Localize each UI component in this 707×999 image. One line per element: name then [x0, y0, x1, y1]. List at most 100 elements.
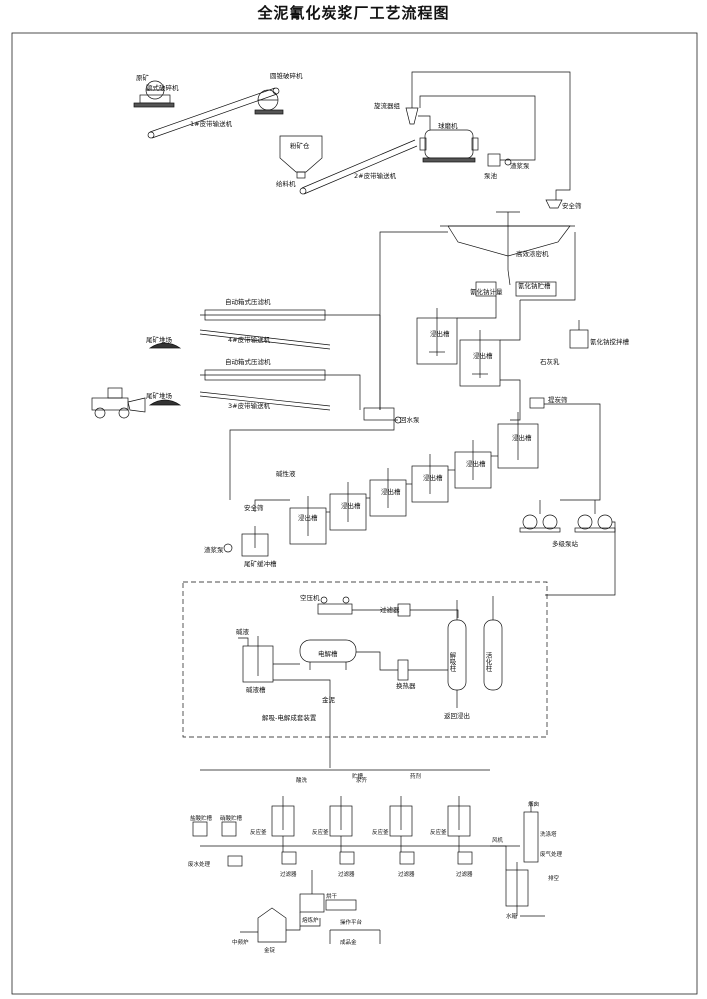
label-nitric-tank: 硝酸贮槽	[220, 814, 243, 822]
label-storage: 贮槽	[352, 772, 364, 780]
label-chimney: 烟囱	[528, 800, 539, 808]
label-tailings-2: 尾矿堆场	[146, 391, 173, 400]
desorption-system-boundary	[182, 581, 548, 738]
label-electrolytic: 电解槽	[318, 649, 338, 658]
label-powder-bin: 粉矿仓	[290, 141, 310, 150]
scrubber-tower	[523, 802, 539, 863]
label-gold-mud: 金泥	[322, 695, 336, 704]
label-desorption: 解吸柱	[448, 651, 456, 673]
label-exhaust: 排空	[548, 874, 560, 882]
label-filter-b: 过滤器	[338, 870, 355, 878]
compressor	[317, 596, 353, 615]
label-leach-1: 浸出槽	[430, 329, 450, 338]
operation-platform	[329, 929, 381, 944]
label-mercury: 汞齐	[356, 776, 368, 784]
label-ore: 原矿	[136, 73, 150, 82]
filter-box	[397, 603, 411, 617]
label-tailings-tank: 尾矿缓冲槽	[244, 559, 277, 568]
label-belt-conv-3: 3#皮带输送机	[228, 401, 271, 410]
label-reactor1: 反应釜	[250, 828, 267, 836]
label-reactor2: 反应釜	[312, 828, 329, 836]
label-filter: 过滤器	[380, 605, 400, 614]
label-cyanide-stir: 氰化钠搅拌槽	[590, 337, 630, 346]
label-ingot: 金锭	[264, 946, 276, 954]
label-leach-5: 浸出槽	[341, 501, 361, 510]
cone-crusher	[254, 89, 284, 115]
label-leach-4: 浸出槽	[298, 513, 318, 522]
label-acid-tank: 盐酸贮槽	[190, 814, 213, 822]
label-safety-screen: 安全筛	[562, 201, 582, 210]
label-fan: 风机	[492, 836, 504, 844]
loader-icon	[91, 387, 146, 419]
furnace-shed	[257, 907, 287, 943]
outer-frame	[11, 32, 698, 995]
label-leach-6: 浸出槽	[381, 487, 401, 496]
label-water-tank: 水箱	[506, 912, 518, 920]
label-filter-press-1: 自动箱式压滤机	[225, 297, 271, 306]
sump	[487, 153, 501, 167]
leach-tank-b	[459, 330, 501, 387]
label-waste-water: 废水处理	[188, 860, 211, 868]
label-ball-mill: 球磨机	[438, 121, 458, 130]
label-return-water: 回水泵	[400, 415, 420, 424]
label-filter-d: 过滤器	[456, 870, 473, 878]
cyclone	[405, 100, 419, 125]
label-cone-crusher: 圆锥破碎机	[270, 71, 303, 80]
slurry-pump-2	[223, 543, 233, 553]
label-furnace: 中频炉	[232, 938, 249, 946]
diagram-title: 全泥氰化炭浆厂工艺流程图	[257, 4, 450, 22]
label-scrubber: 洗涤塔	[540, 830, 557, 838]
conveyor-2	[299, 139, 418, 195]
tailings-pile-1	[148, 342, 182, 349]
label-leach-2: 浸出槽	[473, 351, 493, 360]
label-caustic: 碱性液	[276, 469, 296, 478]
label-slurry-pump-2: 渣浆泵	[204, 545, 224, 554]
label-reactor3: 反应釜	[372, 828, 389, 836]
carbon-screen	[529, 397, 545, 409]
label-filter-press-2: 自动箱式压滤机	[225, 357, 271, 366]
acid-tanks	[192, 821, 237, 837]
label-reactor4: 反应釜	[430, 828, 447, 836]
leach-tank-a	[416, 308, 458, 365]
slurry-pump	[504, 158, 512, 166]
label-slurry-pump: 渣浆泵	[510, 161, 530, 170]
cyanide-stir-tank	[569, 329, 589, 349]
label-multi-pump: 多级泵站	[552, 539, 579, 548]
filter-press-1	[200, 309, 381, 410]
label-conveyor1: 1#皮带输送机	[190, 119, 233, 128]
label-filter-c: 过滤器	[398, 870, 415, 878]
dryer	[325, 899, 357, 911]
conveyor-1	[147, 87, 280, 139]
label-platform: 操作平台	[340, 918, 363, 926]
label-lime: 石灰乳	[540, 357, 560, 366]
belt-conv-4	[199, 329, 331, 350]
label-lye: 碱液	[236, 627, 250, 636]
belt-conv-3	[199, 391, 331, 411]
label-cyanide-tank: 氰化钠贮槽	[518, 281, 551, 290]
label-leach-9: 浸出槽	[512, 433, 532, 442]
cyanide-metering	[475, 281, 497, 297]
alkali-tank	[242, 636, 274, 683]
leach-cascade	[289, 412, 539, 545]
label-alkali-tank: 碱液槽	[246, 685, 266, 694]
label-compressor: 空压机	[300, 593, 320, 602]
label-gas-treat: 废气处理	[540, 850, 563, 858]
return-water-tank	[363, 407, 395, 421]
label-feeder: 给料机	[276, 179, 296, 188]
label-leach-7: 浸出槽	[423, 473, 443, 482]
smelter	[299, 893, 325, 913]
label-safety-screen-2: 安全筛	[244, 503, 264, 512]
label-tailings-1: 尾矿堆场	[146, 335, 173, 344]
label-belt-conv-4: 4#皮带输送机	[228, 335, 271, 344]
label-product: 成品金	[340, 938, 357, 946]
thickener	[440, 211, 575, 257]
waste-water-unit	[227, 855, 243, 867]
label-acid-wash: 酸洗	[296, 776, 308, 784]
tailings-pile-2	[148, 399, 182, 406]
label-smelter: 熔炼炉	[302, 916, 319, 924]
label-system-name: 解吸-电解成套装置	[262, 713, 317, 722]
label-reagent: 药剂	[410, 772, 422, 780]
label-dry: 烘干	[326, 892, 338, 900]
label-carbon-screen: 提炭筛	[548, 395, 568, 404]
